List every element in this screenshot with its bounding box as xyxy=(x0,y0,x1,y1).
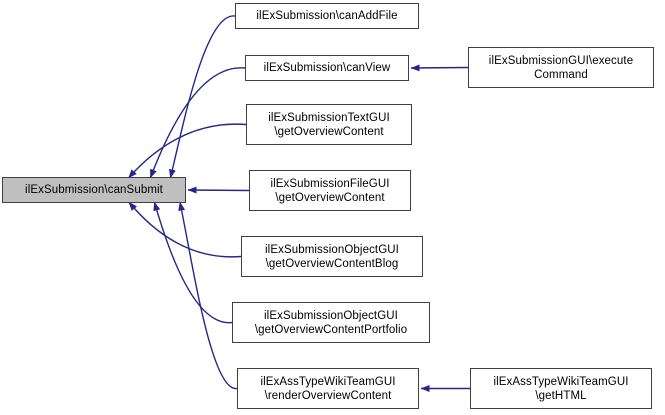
graph-edge-fileGui-to-canSubmit xyxy=(187,186,250,194)
graph-node-label: ilExAssTypeWikiTeamGUI \renderOverviewCo… xyxy=(260,375,396,402)
graph-node-label: ilExSubmission\canSubmit xyxy=(25,184,163,196)
graph-edge-submissionGuiExecute-to-canView xyxy=(410,64,469,72)
graph-node-fileGui[interactable]: ilExSubmissionFileGUI \getOverviewConten… xyxy=(249,170,411,211)
graph-edge-objectGuiPortfolio-to-canSubmit xyxy=(153,201,233,324)
graph-edge-textGui-to-canSubmit xyxy=(127,123,247,179)
graph-edge-canView-to-canSubmit xyxy=(149,67,246,179)
graph-node-objectGuiPortfolio[interactable]: ilExSubmissionObjectGUI \getOverviewCont… xyxy=(232,302,430,343)
graph-edge-wikiTeamRender-to-canSubmit xyxy=(178,201,238,390)
graph-edge-canAddFile-to-canSubmit xyxy=(169,15,236,179)
graph-node-label: ilExSubmissionTextGUI \getOverviewConten… xyxy=(268,111,390,138)
graph-node-label: ilExSubmission\canView xyxy=(263,62,391,74)
graph-node-objectGuiBlog[interactable]: ilExSubmissionObjectGUI \getOverviewCont… xyxy=(241,236,423,277)
graph-node-wikiTeamRender[interactable]: ilExAssTypeWikiTeamGUI \renderOverviewCo… xyxy=(237,368,419,409)
graph-node-submissionGuiExecute[interactable]: ilExSubmissionGUI\execute Command xyxy=(468,47,654,88)
graph-node-label: ilExSubmissionObjectGUI \getOverviewCont… xyxy=(254,309,408,336)
graph-node-label: ilExSubmissionGUI\execute Command xyxy=(488,54,634,81)
graph-node-label: ilExSubmissionObjectGUI \getOverviewCont… xyxy=(265,243,399,270)
graph-node-label: ilExSubmissionFileGUI \getOverviewConten… xyxy=(270,177,390,204)
graph-node-textGui[interactable]: ilExSubmissionTextGUI \getOverviewConten… xyxy=(246,104,412,145)
graph-node-canView[interactable]: ilExSubmission\canView xyxy=(245,55,409,81)
graph-node-canAddFile[interactable]: ilExSubmission\canAddFile xyxy=(235,3,419,29)
graph-node-label: ilExSubmission\canAddFile xyxy=(256,10,398,22)
graph-node-wikiTeamGetHtml[interactable]: ilExAssTypeWikiTeamGUI \getHTML xyxy=(470,368,652,409)
graph-node-label: ilExAssTypeWikiTeamGUI \getHTML xyxy=(493,375,629,402)
graph-edge-objectGuiBlog-to-canSubmit xyxy=(128,201,242,258)
graph-node-canSubmit[interactable]: ilExSubmission\canSubmit xyxy=(2,177,186,203)
